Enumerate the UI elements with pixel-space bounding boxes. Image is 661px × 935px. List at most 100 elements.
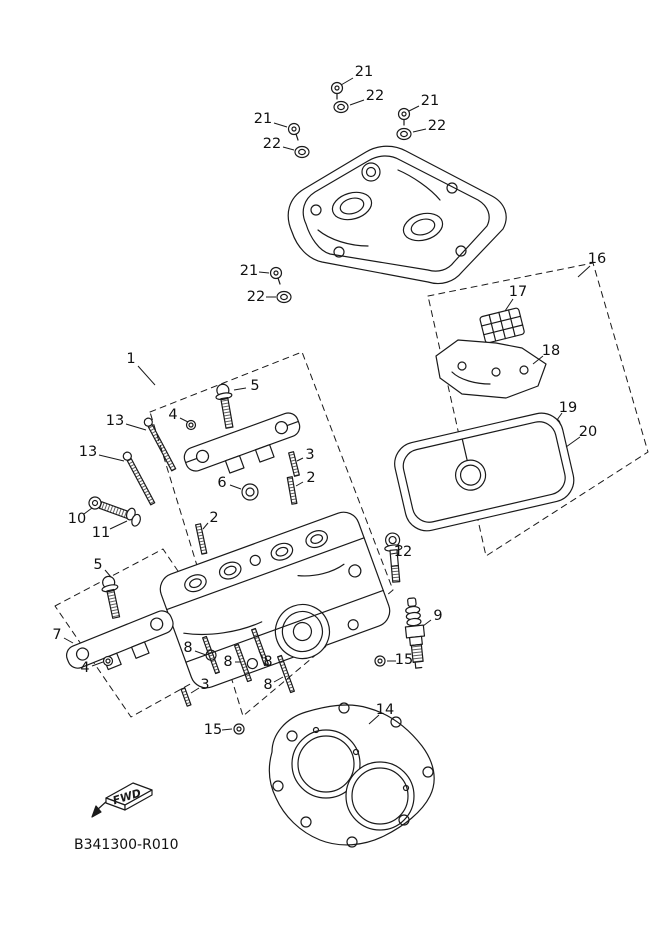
- cover-bolt-21: [330, 81, 344, 100]
- stud-8: [234, 643, 252, 683]
- cover-bolt-21: [397, 107, 411, 126]
- callout-leader-line: [273, 676, 284, 683]
- callout-leader-line: [273, 122, 288, 128]
- valve-cover: [287, 145, 507, 285]
- callout-leader-line: [91, 661, 104, 667]
- callout-label-3: 3: [200, 677, 209, 693]
- dashed-region-cover-group: [427, 262, 649, 557]
- callout-leader-line: [229, 484, 242, 490]
- stud-13-b: [122, 451, 156, 506]
- callout-label-3: 3: [305, 447, 314, 463]
- dowel-4-upper: [185, 419, 197, 431]
- stud-2-lower: [195, 523, 208, 555]
- plug-tower-port: [331, 191, 373, 221]
- stud-8: [277, 654, 295, 694]
- callout-label-22: 22: [247, 289, 265, 305]
- callout-leader-line: [179, 417, 189, 423]
- stud-3-lower: [180, 687, 192, 707]
- callout-leader-line: [412, 128, 427, 133]
- callout-leader-line: [390, 552, 398, 555]
- callout-label-21: 21: [355, 64, 373, 80]
- callout-leader-line: [190, 687, 200, 694]
- cylinder-head: [159, 511, 391, 689]
- cover-grommet-22: [396, 127, 412, 141]
- washer-11: [125, 507, 141, 527]
- callout-label-14: 14: [376, 702, 394, 718]
- callout-leader-line: [577, 265, 591, 278]
- callout-leader-line: [408, 105, 420, 112]
- bolt-10: [88, 496, 131, 520]
- spark-plug-9: [404, 597, 426, 669]
- callout-leader-line: [258, 650, 264, 659]
- callout-label-22: 22: [366, 88, 384, 104]
- callout-label-22: 22: [263, 136, 281, 152]
- bore-opening: [345, 761, 415, 831]
- callout-leader-line: [125, 423, 147, 431]
- callout-label-8: 8: [223, 654, 232, 670]
- cover-grommet-22: [276, 290, 292, 304]
- oil-filler-cap: [361, 162, 381, 182]
- camshaft-cap-upper: [183, 412, 301, 474]
- cover-bolt-21: [287, 122, 301, 141]
- callout-leader-line: [202, 522, 209, 530]
- plug-tower-port: [402, 212, 444, 242]
- callout-label-21: 21: [240, 263, 258, 279]
- callout-label-8: 8: [263, 677, 272, 693]
- callout-label-5: 5: [93, 557, 102, 573]
- bolt-12: [384, 532, 403, 583]
- separator-plate-18: [435, 339, 547, 399]
- callout-leader-line: [296, 457, 304, 462]
- callout-label-11: 11: [92, 525, 110, 541]
- cover-bolt-21: [269, 266, 283, 285]
- callout-leader-line: [194, 650, 207, 656]
- stud-8: [202, 635, 220, 675]
- cover-gasket-20: [394, 412, 575, 532]
- callout-label-18: 18: [542, 343, 560, 359]
- callout-label-15: 15: [395, 652, 413, 668]
- callout-label-5: 5: [250, 378, 259, 394]
- callout-label-2: 2: [209, 510, 218, 526]
- stud-2-upper: [286, 476, 298, 505]
- bore-opening: [291, 729, 361, 799]
- callout-leader-line: [340, 77, 354, 86]
- callout-label-22: 22: [428, 118, 446, 134]
- callout-leader-line: [233, 387, 247, 391]
- callout-leader-line: [282, 146, 295, 151]
- callout-leader-line: [137, 365, 156, 386]
- callout-leader-line: [83, 507, 93, 515]
- callout-label-7: 7: [52, 627, 61, 643]
- callout-leader-line: [556, 412, 563, 421]
- diagram-code: B341300-R010: [74, 837, 179, 853]
- callout-leader-line: [295, 481, 304, 487]
- callout-label-21: 21: [254, 111, 272, 127]
- stud-8: [251, 627, 269, 667]
- callout-leader-line: [565, 436, 581, 448]
- callout-label-2: 2: [306, 470, 315, 486]
- callout-label-16: 16: [588, 251, 606, 267]
- callout-label-12: 12: [394, 544, 412, 560]
- callout-leader-line: [258, 271, 270, 274]
- callout-label-20: 20: [579, 424, 597, 440]
- callout-leader-line: [349, 99, 365, 106]
- callout-leader-line: [221, 728, 233, 731]
- cam-chain-bore: [274, 603, 331, 660]
- callout-label-13: 13: [79, 444, 97, 460]
- callout-label-4: 4: [168, 407, 177, 423]
- callout-label-8: 8: [183, 640, 192, 656]
- bolt-5-upper: [215, 383, 234, 429]
- cover-grommet-22: [333, 100, 349, 114]
- callout-leader-line: [504, 298, 514, 312]
- callout-leader-line: [98, 454, 125, 462]
- callout-label-9: 9: [433, 608, 442, 624]
- stud-13-a: [143, 417, 177, 472]
- callout-label-21: 21: [421, 93, 439, 109]
- callout-leader-line: [104, 569, 112, 578]
- callout-label-4: 4: [80, 660, 89, 676]
- callout-label-6: 6: [217, 475, 226, 491]
- callout-label-15: 15: [204, 722, 222, 738]
- callout-label-8: 8: [263, 654, 272, 670]
- baffle-plate-17: [479, 307, 525, 344]
